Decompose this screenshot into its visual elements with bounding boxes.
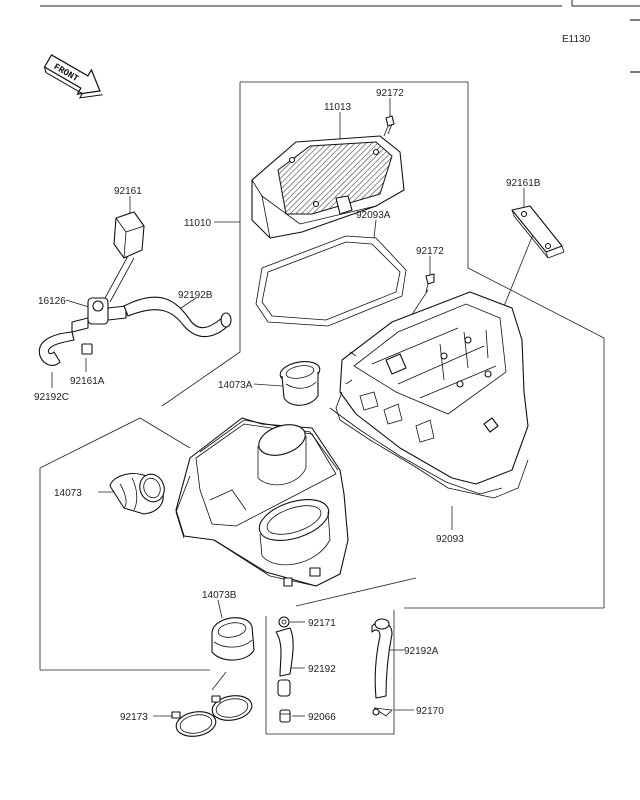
- part-92093-gasket: [329, 407, 503, 495]
- callout-labels: 92161 11010 16126 92192B 92161A 92192C 1…: [34, 88, 541, 723]
- part-14073B-duct: [211, 617, 255, 661]
- label-92172-top: 92172: [376, 88, 404, 99]
- part-92173-clamps: [171, 695, 253, 737]
- part-92172-screw-mid: [425, 273, 435, 293]
- part-92066-plug: [279, 709, 291, 723]
- label-14073B: 14073B: [202, 590, 237, 601]
- part-upper-housing: [335, 291, 529, 499]
- part-92192-hose: [275, 627, 294, 697]
- label-92192B: 92192B: [178, 290, 213, 301]
- part-92170-clip: [372, 707, 393, 717]
- part-14073A-duct: [279, 361, 321, 406]
- part-11013-filter: [251, 135, 405, 239]
- diagram-code: E1130: [562, 34, 591, 45]
- part-92161B-pad: [511, 205, 565, 259]
- front-arrow-icon: FRONT: [43, 54, 103, 99]
- label-92171: 92171: [308, 618, 336, 629]
- label-92172-mid: 92172: [416, 246, 444, 257]
- part-92161-block: [113, 211, 145, 259]
- part-16126-valve: [71, 255, 135, 355]
- label-11010: 11010: [184, 218, 212, 229]
- label-14073A: 14073A: [218, 380, 253, 391]
- part-92171-clip: [278, 616, 290, 628]
- part-14073-duct: [109, 473, 165, 515]
- label-92161: 92161: [114, 186, 142, 197]
- label-92161A: 92161A: [70, 376, 105, 387]
- part-92093A-gasket: [255, 235, 407, 327]
- label-92093A: 92093A: [356, 210, 391, 221]
- label-92173: 92173: [120, 712, 148, 723]
- part-92172-screw-top: [383, 115, 395, 137]
- part-92192A-hose: [371, 618, 393, 699]
- label-92161B: 92161B: [506, 178, 541, 189]
- page-header-lines: [40, 0, 640, 73]
- label-92066: 92066: [308, 712, 336, 723]
- part-92192C-hose: [38, 331, 75, 366]
- label-92192A: 92192A: [404, 646, 439, 657]
- label-16126: 16126: [38, 296, 66, 307]
- group-frame-lines: [39, 81, 605, 735]
- label-92192C: 92192C: [34, 392, 69, 403]
- label-92192: 92192: [308, 664, 336, 675]
- part-lower-airbox: [175, 417, 349, 587]
- label-14073: 14073: [54, 488, 82, 499]
- label-92170: 92170: [416, 706, 444, 717]
- part-92192B-hose: [123, 296, 232, 337]
- label-11013: 11013: [324, 102, 352, 113]
- label-92093: 92093: [436, 534, 464, 545]
